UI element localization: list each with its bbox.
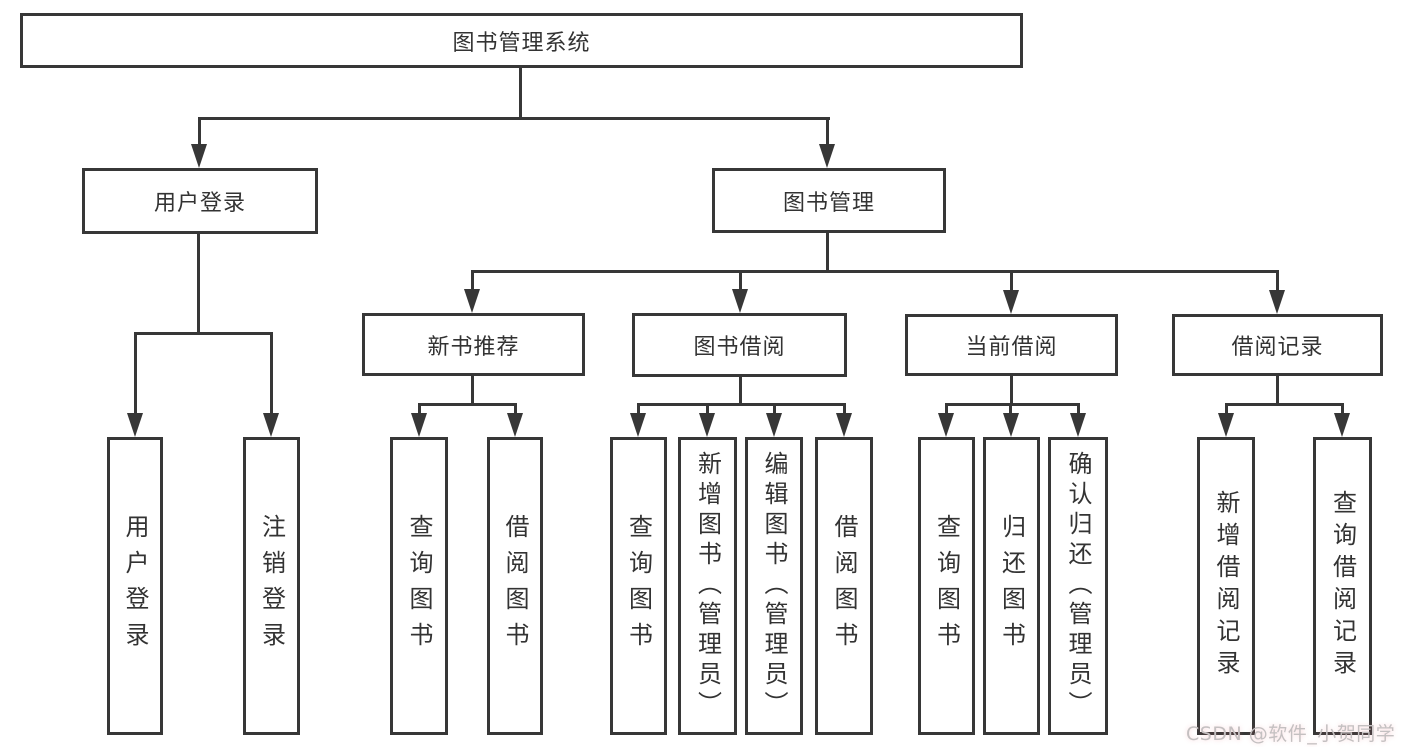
node-book-borrowing: 图书借阅 [632, 313, 847, 377]
leaf-edit-books-admin: 编辑图书（管理员） [745, 437, 803, 735]
arrowhead-icon [1003, 413, 1019, 437]
connector-line [826, 231, 829, 273]
node-new-book-recommendation: 新书推荐 [362, 313, 585, 376]
node-label: 借阅记录 [1231, 335, 1324, 360]
connector-line [1077, 403, 1080, 416]
arrowhead-icon [1269, 290, 1285, 314]
connector-line [739, 377, 742, 406]
arrowhead-icon [699, 413, 715, 437]
arrowhead-icon [411, 413, 427, 437]
connector-line [471, 376, 474, 406]
leaf-query-books-recommend: 查询图书 [390, 437, 448, 735]
node-label: 编辑图书（管理员） [760, 451, 788, 721]
arrowhead-icon [1070, 413, 1086, 437]
node-label: 借阅图书 [501, 514, 529, 658]
node-user-login-branch: 用户登录 [82, 168, 318, 234]
leaf-borrow-books-recommend: 借阅图书 [487, 437, 543, 735]
node-label: 图书管理系统 [452, 30, 591, 56]
connector-line [197, 233, 200, 335]
arrowhead-icon [836, 413, 852, 437]
node-label: 查询图书 [624, 514, 653, 658]
connector-line [198, 117, 830, 120]
arrowhead-icon [630, 413, 646, 437]
connector-line [706, 403, 709, 416]
connector-line [1225, 403, 1228, 416]
node-label: 用户登录 [153, 191, 246, 216]
connector-line [945, 403, 948, 416]
node-label: 图书借阅 [693, 335, 786, 360]
connector-line [1341, 403, 1344, 416]
leaf-query-borrow-record: 查询借阅记录 [1313, 437, 1372, 735]
leaf-return-books: 归还图书 [983, 437, 1040, 735]
arrowhead-icon [1003, 290, 1019, 314]
connector-line [519, 68, 522, 120]
node-label: 借阅图书 [830, 514, 858, 658]
node-label: 查询图书 [932, 514, 961, 658]
leaf-user-login: 用户登录 [107, 437, 163, 735]
arrowhead-icon [732, 289, 748, 313]
connector-line [826, 117, 829, 147]
node-label: 确认归还（管理员） [1064, 451, 1092, 721]
node-label: 查询图书 [405, 514, 433, 658]
connector-line [471, 270, 1279, 273]
node-borrowing-records: 借阅记录 [1172, 314, 1383, 376]
node-label: 新书推荐 [427, 334, 520, 360]
leaf-add-books-admin: 新增图书（管理员） [678, 437, 737, 735]
connector-line [637, 403, 846, 406]
node-label: 新增借阅记录 [1212, 490, 1240, 682]
node-current-borrowing: 当前借阅 [905, 314, 1118, 376]
node-label: 用户登录 [121, 514, 149, 658]
node-label: 归还图书 [997, 514, 1026, 658]
connector-line [1276, 376, 1279, 406]
node-label: 当前借阅 [965, 335, 1058, 360]
connector-line [471, 270, 474, 292]
connector-line [418, 403, 517, 406]
connector-line [843, 403, 846, 416]
connector-line [637, 403, 640, 416]
node-book-management-branch: 图书管理 [712, 168, 946, 233]
leaf-borrow-books-borrowing: 借阅图书 [815, 437, 873, 735]
connector-line [1010, 376, 1013, 406]
csdn-watermark: CSDN @软件_小贺同学 [1186, 723, 1396, 745]
connector-line [134, 332, 273, 335]
node-label: 图书管理 [782, 190, 875, 216]
connector-line [1009, 403, 1012, 416]
leaf-query-books-current: 查询图书 [918, 437, 975, 735]
node-label: 查询借阅记录 [1328, 490, 1357, 682]
connector-line [418, 403, 421, 416]
connector-line [1225, 403, 1344, 406]
arrowhead-icon [127, 413, 143, 437]
connector-line [198, 117, 201, 147]
leaf-logout: 注销登录 [243, 437, 300, 735]
leaf-confirm-return-admin: 确认归还（管理员） [1048, 437, 1108, 735]
connector-line [773, 403, 776, 416]
arrowhead-icon [507, 413, 523, 437]
arrowhead-icon [263, 413, 279, 437]
connector-line [1276, 270, 1279, 292]
connector-line [739, 270, 742, 292]
connector-line [134, 332, 137, 416]
leaf-add-borrow-record: 新增借阅记录 [1197, 437, 1255, 735]
arrowhead-icon [1334, 413, 1350, 437]
arrowhead-icon [191, 144, 207, 168]
arrowhead-icon [464, 289, 480, 313]
connector-line [945, 403, 1080, 406]
node-label: 注销登录 [257, 514, 286, 658]
node-library-management-system: 图书管理系统 [20, 13, 1023, 68]
arrowhead-icon [766, 413, 782, 437]
arrowhead-icon [938, 413, 954, 437]
node-label: 新增图书（管理员） [693, 451, 722, 721]
arrowhead-icon [1218, 413, 1234, 437]
leaf-query-books-borrowing: 查询图书 [610, 437, 667, 735]
connector-line [514, 403, 517, 416]
connector-line [1010, 270, 1013, 292]
connector-line [270, 332, 273, 416]
arrowhead-icon [819, 144, 835, 168]
